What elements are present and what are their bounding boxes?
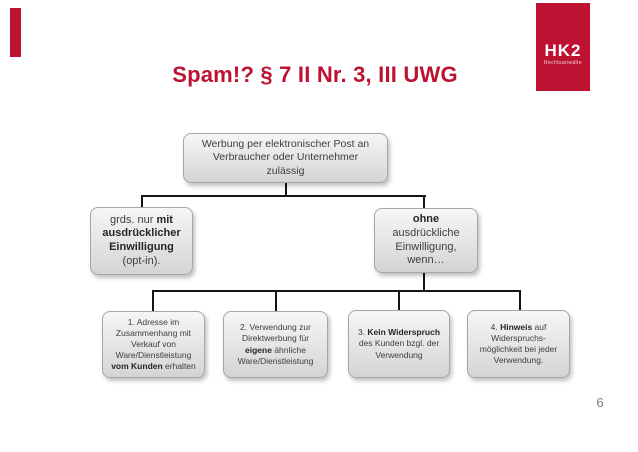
connector-tier1-horizontal — [141, 195, 426, 197]
slide-title: Spam!? § 7 II Nr. 3, III UWG — [172, 62, 458, 87]
connector-root-down — [285, 182, 287, 197]
connector-to-ohne — [423, 195, 425, 209]
connector-to-node4 — [519, 290, 521, 312]
hk2-logo: HK2 Rechtsanwälte — [536, 3, 590, 91]
connector-to-node2 — [275, 290, 277, 312]
accent-bar — [10, 8, 21, 57]
connector-to-node3 — [398, 290, 400, 312]
logo-wordmark: HK2 — [544, 41, 582, 60]
connector-ohne-down — [423, 272, 425, 292]
page-number: 6 — [596, 395, 604, 410]
connector-to-node1 — [152, 290, 154, 312]
logo-subtitle: Rechtsanwälte — [544, 60, 582, 66]
connector-to-optin — [141, 195, 143, 208]
connector-tier2-horizontal — [152, 290, 521, 292]
